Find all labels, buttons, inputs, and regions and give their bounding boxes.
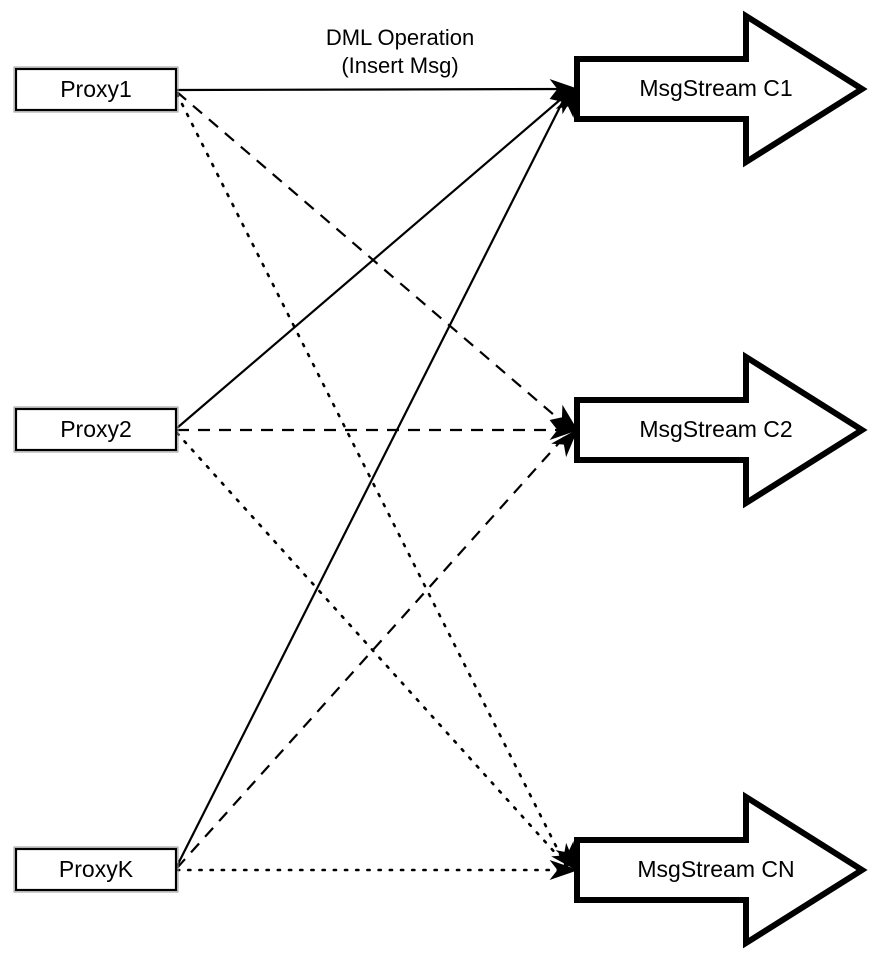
link-proxyK-to-c1 [176,94,567,867]
streams-layer: MsgStream C1 MsgStream C2 MsgStream CN [574,10,868,949]
proxy-box-rect [14,67,178,112]
stream-label: MsgStream CN [637,856,794,882]
stream-arrow-shape [574,10,868,168]
links-layer [175,87,572,872]
dml-operation-caption-line1: DML Operation [326,25,474,50]
arrowhead-c1-from-proxy1 [549,78,579,100]
stream-arrow-shape [574,791,868,949]
stream-msgstream_c1[interactable]: MsgStream C1 [574,10,868,168]
link-proxyK-to-c2 [176,433,568,869]
stream-msgstream_c2[interactable]: MsgStream C2 [574,351,868,509]
arrowhead-c2-from-proxy2 [549,419,579,441]
proxy-label: Proxy1 [60,76,132,102]
link-proxy1-to-c1 [176,87,571,92]
proxy-node-proxyK[interactable]: ProxyK [13,846,179,893]
proxy-label: Proxy2 [60,416,132,442]
edge-caption-group: DML Operation (Insert Msg) [326,25,474,78]
stream-arrow-shape [574,351,868,509]
proxy-box-rect [14,407,178,452]
link-proxy2-to-cn [175,431,569,868]
arrowhead-c2-from-proxy1 [549,404,579,431]
stream-label: MsgStream C1 [639,75,792,101]
link-proxy2-to-c1 [176,92,569,429]
proxy-node-proxy1[interactable]: Proxy1 [13,66,179,113]
stream-label: MsgStream C2 [639,416,792,442]
proxy-box-outline [13,406,179,453]
arrowhead-cn-from-proxyK [549,859,579,881]
arrowheads-layer [549,78,579,881]
dml-operation-caption-line2: (Insert Msg) [341,53,458,78]
arrowhead-c2-from-proxyK [551,428,579,458]
proxy-box-outline [13,66,179,113]
proxy-box-rect [14,847,178,892]
arrowhead-cn-from-proxy2 [551,842,579,872]
proxy-node-proxy2[interactable]: Proxy2 [13,406,179,453]
stream-msgstream_cn[interactable]: MsgStream CN [574,791,868,949]
proxy-label: ProxyK [59,856,134,882]
proxy-box-outline [13,846,179,893]
